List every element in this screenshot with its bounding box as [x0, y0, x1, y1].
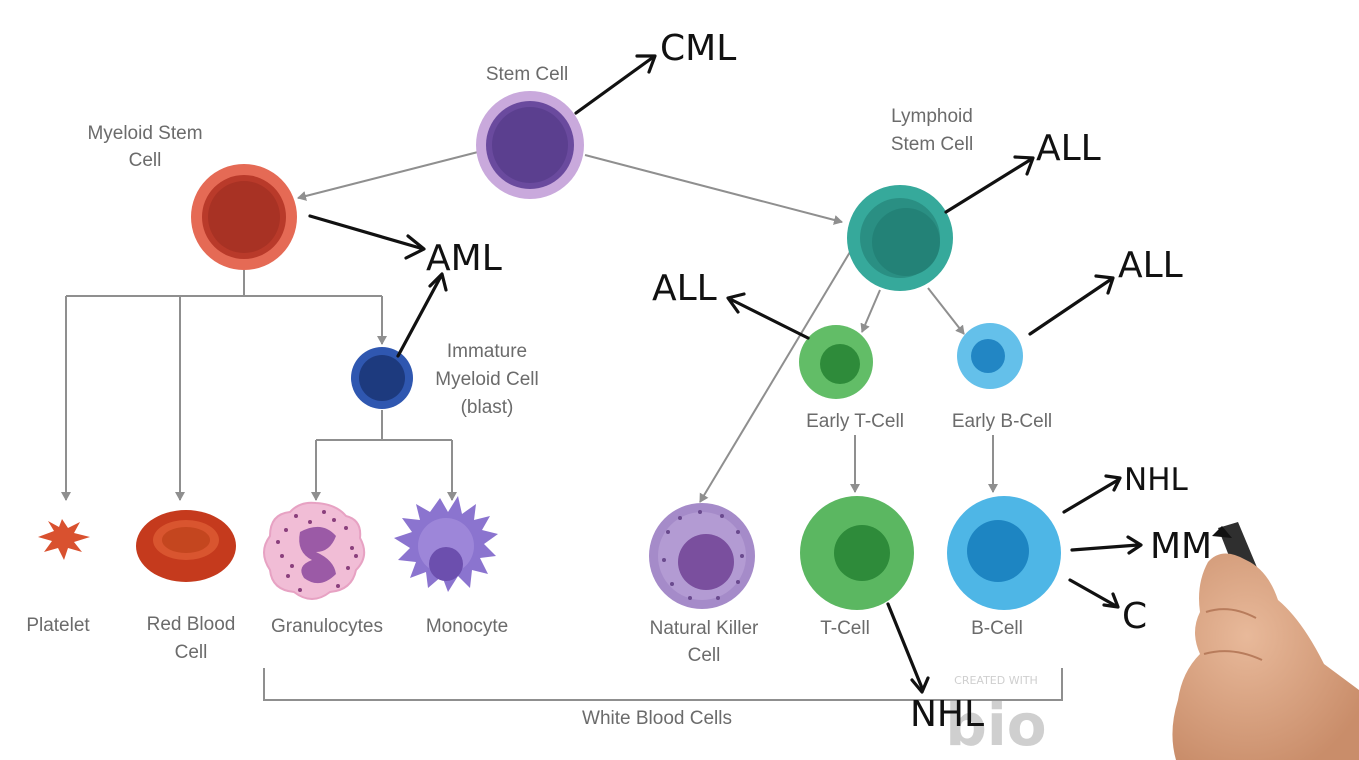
- label-lymphoid-stem-line1: Lymphoid: [891, 106, 973, 127]
- annotation-aml: AML: [426, 238, 502, 279]
- label-immature-line2: Myeloid Cell: [435, 369, 538, 390]
- annotation-all-lymphoid: ALL: [1036, 128, 1101, 169]
- label-platelet: Platelet: [26, 615, 90, 636]
- label-granulocytes: Granulocytes: [271, 616, 383, 637]
- red-blood-cell: [136, 510, 236, 582]
- early-b-cell: [957, 323, 1023, 389]
- platelet: [38, 519, 90, 560]
- annotation-nhl-t: NHL: [910, 694, 984, 735]
- watermark: CREATED WITH bio: [945, 674, 1046, 759]
- annotation-cml: CML: [660, 28, 736, 69]
- label-nk-line1: Natural Killer: [650, 618, 759, 639]
- label-lymphoid-stem-line2: Stem Cell: [891, 134, 973, 155]
- monocyte: [394, 496, 498, 592]
- annotation-cll-partial: C: [1122, 596, 1147, 637]
- cell-labels: Stem Cell Myeloid Stem Cell Lymphoid Ste…: [26, 64, 1052, 729]
- label-immature-line3: (blast): [461, 397, 514, 418]
- label-white-blood-cells: White Blood Cells: [582, 708, 732, 729]
- immature-myeloid-cell: [351, 347, 413, 409]
- label-b-cell: B-Cell: [971, 618, 1023, 639]
- annotation-mm: MM: [1150, 526, 1212, 567]
- granulocyte: [263, 501, 366, 600]
- to-early-t-line: [860, 289, 881, 333]
- arrow-nhl-b: [1062, 478, 1120, 514]
- label-monocyte: Monocyte: [426, 616, 508, 637]
- label-rbc-line1: Red Blood: [147, 614, 236, 635]
- arrow-early-b-all: [1028, 278, 1112, 336]
- annotation-arrows: [308, 54, 1143, 694]
- annotation-all-early-t: ALL: [652, 268, 717, 309]
- label-rbc-line2: Cell: [175, 642, 208, 663]
- myeloid-stem-cell: [191, 164, 297, 270]
- b-cell: [947, 496, 1061, 610]
- presenter-hand: [1172, 522, 1359, 760]
- arrow-early-t-all: [730, 298, 810, 340]
- label-early-t-cell: Early T-Cell: [806, 411, 904, 432]
- to-early-b-line: [927, 287, 965, 335]
- arrow-cml: [574, 56, 654, 115]
- annotation-all-early-b: ALL: [1118, 245, 1183, 286]
- label-myeloid-stem-line2: Cell: [129, 150, 162, 171]
- white-blood-cells-bracket: [263, 668, 1063, 701]
- label-stem-cell: Stem Cell: [486, 64, 568, 85]
- arrow-lymphoid-all: [944, 158, 1032, 214]
- annotation-text: CML AML ALL ALL ALL NHL MM C NHL: [426, 28, 1212, 735]
- hand-shape: [1172, 553, 1359, 760]
- stem-to-lymphoid-line: [584, 154, 843, 225]
- to-nk-line: [699, 251, 851, 503]
- label-myeloid-stem-line1: Myeloid Stem: [87, 123, 202, 144]
- arrow-blast-aml: [396, 276, 442, 358]
- annotation-nhl-b: NHL: [1124, 462, 1189, 498]
- arrow-nhl-t: [886, 602, 924, 690]
- label-immature-line1: Immature: [447, 341, 527, 362]
- watermark-line1: CREATED WITH: [954, 674, 1038, 687]
- lymphoid-stem-cell: [847, 185, 953, 291]
- label-t-cell: T-Cell: [820, 618, 870, 639]
- stem-to-myeloid-line: [297, 151, 479, 201]
- label-nk-line2: Cell: [688, 645, 721, 666]
- stem-cell: [476, 91, 584, 199]
- watermark-logo: bio: [945, 691, 1046, 759]
- arrow-cll: [1068, 578, 1118, 608]
- t-cell: [800, 496, 914, 610]
- connector-lines: [61, 151, 1063, 701]
- label-early-b-cell: Early B-Cell: [952, 411, 1052, 432]
- natural-killer-cell: [649, 503, 755, 609]
- arrow-mm: [1070, 543, 1140, 552]
- early-t-cell: [799, 325, 873, 399]
- arrow-aml: [308, 214, 422, 250]
